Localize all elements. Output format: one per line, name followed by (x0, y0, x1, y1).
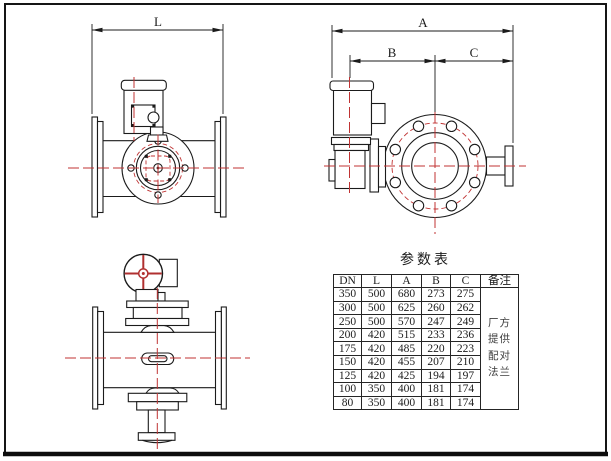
arrowhead-icon (212, 27, 223, 33)
table-header-cell: B (421, 273, 451, 289)
table-cell: 220 (421, 341, 451, 357)
table-cell: 350 (361, 395, 392, 411)
bolt-hole (389, 143, 402, 156)
table-cell: 236 (450, 327, 481, 343)
table-cell: 350 (333, 287, 362, 302)
table-header-cell: L (361, 273, 392, 289)
table-cell: 100 (333, 382, 362, 397)
table-cell: 80 (333, 395, 362, 411)
arrowhead-icon (332, 28, 343, 34)
table-cell: 247 (421, 314, 451, 329)
table-cell: 570 (391, 314, 422, 329)
table-cell: 500 (361, 300, 392, 316)
dimension-B (349, 55, 435, 78)
table-cell: 207 (421, 355, 451, 370)
bolt-hole (412, 120, 425, 133)
table-cell: 500 (361, 287, 392, 302)
bolt-hole (389, 176, 402, 189)
table-cell: 455 (391, 355, 422, 370)
centerlines (65, 288, 250, 449)
table-header-cell: A (391, 273, 422, 289)
dim-label-A: A (418, 15, 428, 30)
bolt-hole (445, 199, 458, 212)
bolt-hole (468, 143, 481, 156)
table-cell: 249 (450, 314, 481, 329)
arrowhead-icon (435, 58, 446, 64)
top-view (65, 253, 250, 449)
centerlines (68, 77, 248, 203)
pipe-flanges (91, 116, 227, 218)
table-header-cell: 备注 (480, 273, 519, 289)
table-cell: 210 (450, 355, 481, 370)
table-cell: 420 (361, 327, 392, 343)
table-cell: 150 (333, 355, 362, 370)
table-title: 参数表 (400, 253, 451, 268)
table-cell: 425 (391, 368, 422, 384)
bolt-hole (412, 199, 425, 212)
dimension-C (434, 55, 513, 112)
table-cell: 175 (333, 341, 362, 357)
actuator-motor (120, 79, 169, 142)
remark-cell: 厂方 提供 配对 法兰 (480, 287, 519, 411)
side-view: A B C (324, 15, 526, 234)
arrowhead-icon (502, 28, 513, 34)
arrowhead-icon (92, 27, 103, 33)
table-cell: 194 (421, 368, 451, 384)
table-cell: 273 (421, 287, 451, 302)
table-cell: 485 (391, 341, 422, 357)
arrowhead-icon (502, 58, 513, 64)
table-cell: 400 (391, 382, 422, 397)
table-cell: 262 (450, 300, 481, 316)
table-cell: 125 (333, 368, 362, 384)
table-cell: 250 (333, 314, 362, 329)
table-cell: 420 (361, 368, 392, 384)
table-cell: 625 (391, 300, 422, 316)
table-cell: 420 (361, 341, 392, 357)
table-cell: 181 (421, 382, 451, 397)
table-cell: 420 (361, 355, 392, 370)
table-cell: 233 (421, 327, 451, 343)
dim-label-B: B (388, 45, 397, 60)
centerlines (324, 77, 526, 234)
table-cell: 197 (450, 368, 481, 384)
dimension-A (331, 25, 514, 143)
table-cell: 275 (450, 287, 481, 302)
table-header-cell: DN (333, 273, 362, 289)
dim-label-C: C (470, 45, 479, 60)
table-cell: 350 (361, 382, 392, 397)
dimension-L (91, 24, 224, 114)
arrowhead-icon (350, 58, 361, 64)
table-cell: 400 (391, 395, 422, 411)
bolt-hole (445, 120, 458, 133)
side-actuator-motor (328, 80, 387, 193)
table-cell: 181 (421, 395, 451, 411)
table-cell: 260 (421, 300, 451, 316)
table-cell: 200 (333, 327, 362, 343)
table-cell: 174 (450, 395, 481, 411)
table-cell: 680 (391, 287, 422, 302)
sheet-border (3, 3, 608, 457)
table-cell: 515 (391, 327, 422, 343)
arrowhead-icon (424, 58, 435, 64)
table-cell: 174 (450, 382, 481, 397)
table-cell: 500 (361, 314, 392, 329)
dim-label-L: L (154, 14, 162, 29)
table-cell: 223 (450, 341, 481, 357)
front-view: L (68, 14, 248, 218)
table-cell: 300 (333, 300, 362, 316)
table-header-cell: C (450, 273, 481, 289)
bolt-hole (468, 176, 481, 189)
